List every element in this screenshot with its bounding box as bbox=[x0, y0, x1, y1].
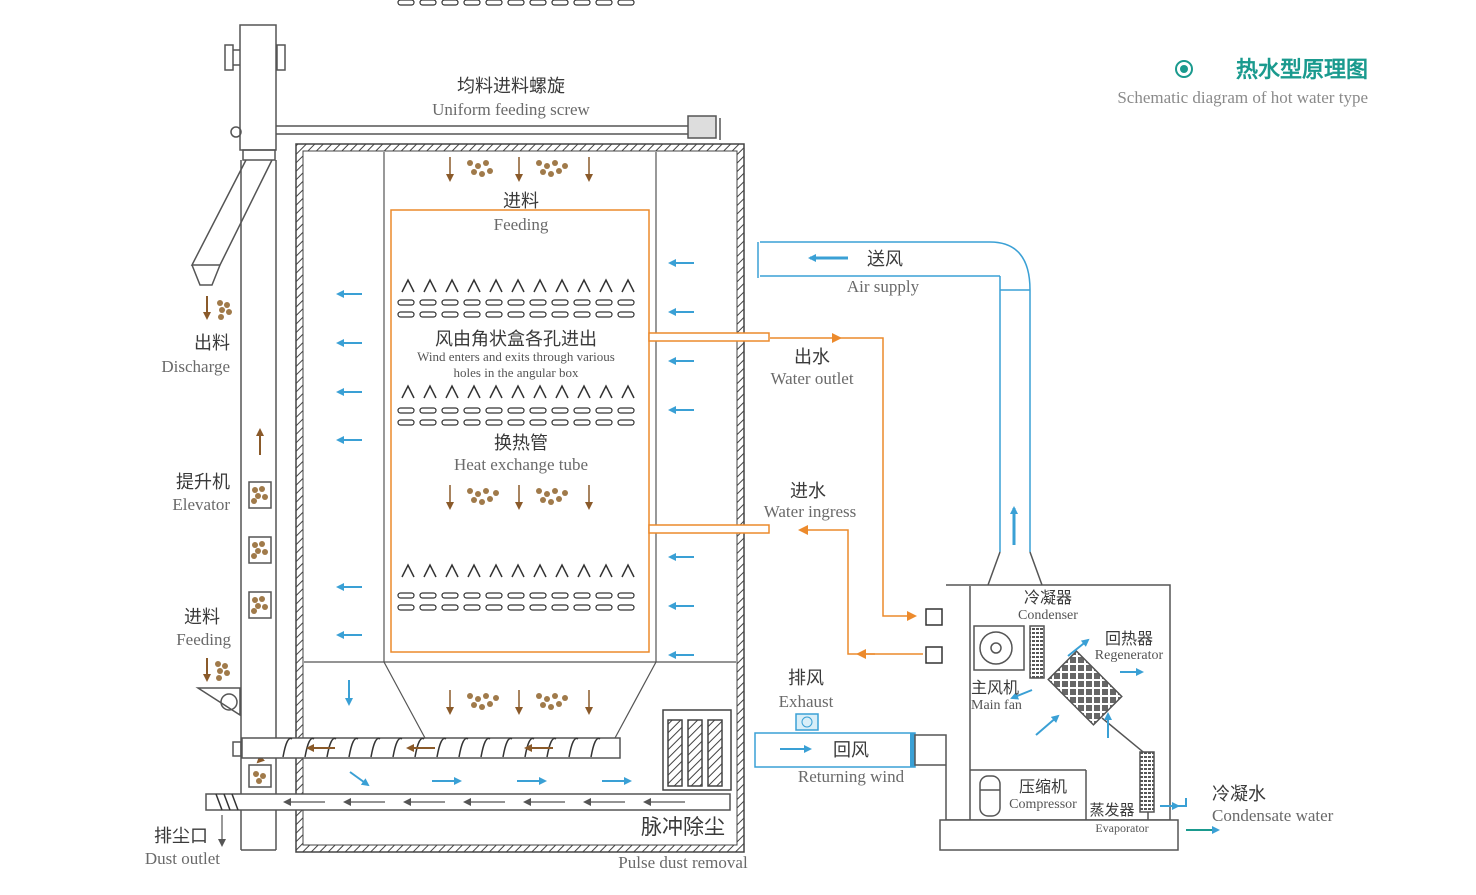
label-pulse-cn: 脉冲除尘 bbox=[641, 815, 725, 839]
label-hx-cn: 换热管 bbox=[494, 433, 548, 454]
water-pipes bbox=[648, 332, 923, 659]
label-wind-cn: 风由角状盒各孔进出 bbox=[435, 329, 597, 350]
label-cwater-en: Condensate water bbox=[1212, 806, 1334, 825]
return-wind-duct bbox=[754, 713, 950, 768]
label-dust-cn: 排尘口 bbox=[154, 826, 208, 847]
label-evap-cn: 蒸发器 bbox=[1089, 801, 1134, 819]
condensate-outlet bbox=[1170, 798, 1220, 834]
dust-screw bbox=[205, 793, 731, 847]
title-cn: 热水型原理图 bbox=[1236, 57, 1368, 83]
label-wout-en: Water outlet bbox=[770, 369, 853, 388]
water-valves bbox=[925, 608, 943, 664]
label-comp-en: Compressor bbox=[1009, 797, 1077, 812]
label-exhaust-en: Exhaust bbox=[779, 692, 834, 711]
title-en: Schematic diagram of hot water type bbox=[1117, 88, 1368, 107]
air-flow-arrows bbox=[336, 259, 694, 787]
grain-flow bbox=[446, 157, 593, 715]
label-win-cn: 进水 bbox=[790, 481, 826, 502]
labels: 均料进料螺旋 Uniform feeding screw 进料 Feeding … bbox=[145, 76, 1334, 872]
label-air-en: Air supply bbox=[847, 277, 920, 296]
label-return-en: Returning wind bbox=[798, 767, 905, 786]
label-wout-cn: 出水 bbox=[794, 347, 830, 368]
label-pulse-en: Pulse dust removal bbox=[618, 853, 748, 872]
label-discharge-en: Discharge bbox=[161, 357, 230, 376]
label-exhaust-cn: 排风 bbox=[788, 668, 824, 689]
angular-boxes bbox=[401, 278, 635, 578]
label-evap-en: Evaporator bbox=[1095, 821, 1148, 835]
air-duct-arrows bbox=[808, 254, 1018, 545]
label-hx-en: Heat exchange tube bbox=[454, 455, 588, 474]
label-elevator-cn: 提升机 bbox=[176, 472, 230, 493]
label-win-en: Water ingress bbox=[764, 502, 857, 521]
label-cond-cn: 冷凝器 bbox=[1024, 588, 1072, 607]
air-supply-duct bbox=[757, 241, 1043, 586]
label-dust-en: Dust outlet bbox=[145, 849, 220, 868]
heat-exchange-tubes bbox=[397, 0, 635, 611]
label-regen-en: Regenerator bbox=[1095, 648, 1164, 663]
bucket-grains bbox=[215, 300, 268, 784]
label-air-cn: 送风 bbox=[867, 249, 903, 270]
label-return-cn: 回风 bbox=[833, 740, 869, 761]
label-comp-cn: 压缩机 bbox=[1019, 777, 1067, 796]
elevator bbox=[190, 24, 286, 851]
label-discharge-cn: 出料 bbox=[194, 333, 230, 354]
label-screw-cn: 均料进料螺旋 bbox=[457, 76, 565, 97]
label-regen-cn: 回热器 bbox=[1105, 629, 1153, 648]
label-feed-left-en: Feeding bbox=[176, 630, 231, 649]
discharge-screw bbox=[241, 737, 621, 759]
label-fan-en: Main fan bbox=[971, 698, 1022, 713]
unit-air-arrows bbox=[1010, 638, 1180, 810]
uniform-feeding-screw bbox=[230, 115, 721, 140]
label-cond-en: Condenser bbox=[1018, 608, 1078, 623]
label-elevator-en: Elevator bbox=[172, 495, 230, 514]
label-feed-top-cn: 进料 bbox=[503, 191, 539, 212]
label-cwater-cn: 冷凝水 bbox=[1212, 784, 1266, 805]
heat-pump-unit bbox=[914, 584, 1179, 851]
label-screw-en: Uniform feeding screw bbox=[432, 100, 590, 119]
label-feed-left-cn: 进料 bbox=[184, 607, 220, 628]
label-wind-en2: holes in the angular box bbox=[454, 365, 579, 380]
pulse-dust-filter bbox=[662, 709, 732, 791]
label-wind-en1: Wind enters and exits through various bbox=[417, 349, 615, 364]
label-fan-cn: 主风机 bbox=[971, 678, 1019, 697]
label-feed-top-en: Feeding bbox=[494, 215, 549, 234]
diagram-title: 热水型原理图 Schematic diagram of hot water ty… bbox=[1117, 57, 1368, 107]
